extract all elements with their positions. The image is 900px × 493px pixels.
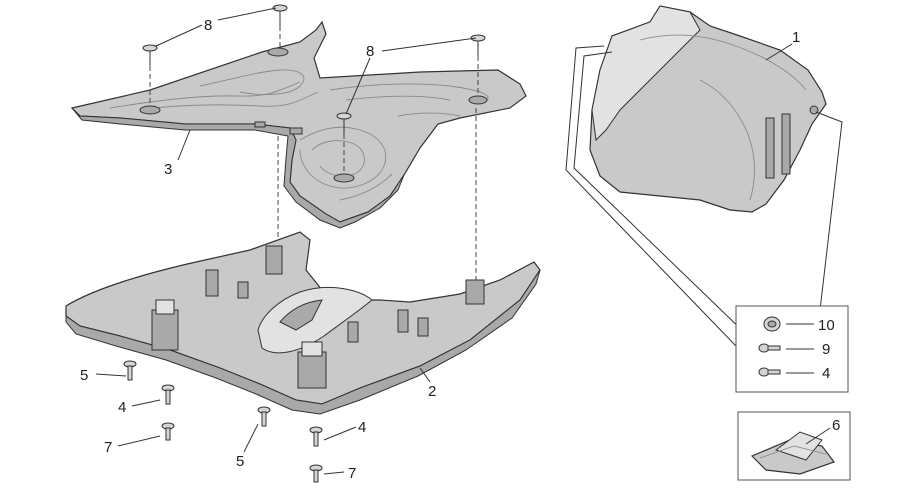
screw-4-center xyxy=(309,426,323,447)
screw-5-center xyxy=(257,406,271,427)
alignment-lines xyxy=(149,26,479,284)
callout-8-right: 8 xyxy=(366,43,374,60)
grommet-10 xyxy=(763,316,781,332)
callout-4-left: 4 xyxy=(118,399,126,416)
callout-labels: 8 8 1 3 2 5 4 7 5 4 7 10 9 4 6 xyxy=(80,17,840,482)
clip-box xyxy=(737,411,851,481)
screw-8-d xyxy=(336,112,352,134)
callout-5-left: 5 xyxy=(80,367,88,384)
callout-9: 9 xyxy=(822,341,830,358)
callout-2: 2 xyxy=(428,383,436,400)
screw-4-left xyxy=(161,384,175,405)
callout-4-center: 4 xyxy=(358,419,366,436)
part-3-footrest-mat xyxy=(70,20,527,229)
hardware-connector-lines xyxy=(565,45,843,347)
callout-5-center: 5 xyxy=(236,453,244,470)
callout-8-left: 8 xyxy=(204,17,212,34)
screw-5-left xyxy=(123,360,137,381)
screw-4-box xyxy=(758,367,781,377)
callout-6: 6 xyxy=(832,417,840,434)
part-1-side-cover xyxy=(589,5,827,213)
callout-1: 1 xyxy=(792,29,800,46)
clip-6 xyxy=(750,431,835,475)
screw-8-b xyxy=(142,44,158,66)
screw-8-a xyxy=(272,4,288,26)
callout-leaders xyxy=(95,7,831,475)
screw-7-left xyxy=(161,422,175,441)
callout-4-box: 4 xyxy=(822,365,830,382)
part-2-floor-panel xyxy=(65,231,541,415)
callout-7-left: 7 xyxy=(104,439,112,456)
screw-7-center xyxy=(309,464,323,483)
screw-9 xyxy=(758,343,781,353)
hardware-box xyxy=(735,305,849,393)
callout-7-center: 7 xyxy=(348,465,356,482)
callout-3: 3 xyxy=(164,161,172,178)
screw-8-c xyxy=(470,34,486,56)
callout-10: 10 xyxy=(818,317,835,334)
